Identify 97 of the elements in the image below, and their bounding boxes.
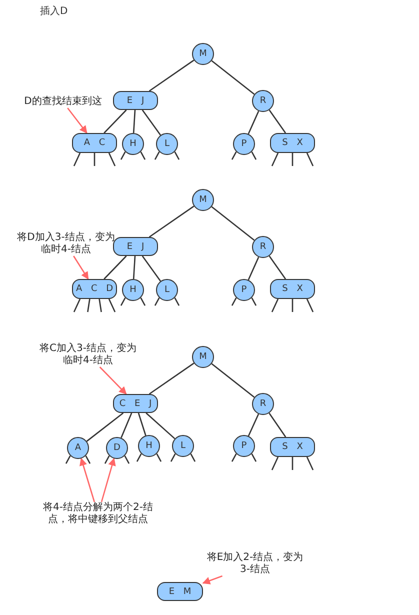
tree-node-rounded: E J: [113, 237, 158, 256]
child-stub-line: [170, 454, 176, 462]
child-stub-line: [174, 298, 180, 306]
pointer-arrow: [73, 256, 89, 280]
pointer-arrow: [80, 458, 96, 502]
annotation-text: 将4-结点分解为两个2-结点，将中键移到父结点: [38, 502, 158, 526]
tree-node-rounded: S X: [270, 279, 315, 299]
tree-node-rounded: A C: [72, 133, 117, 153]
pointer-arrow: [99, 366, 127, 395]
tree-link: [138, 412, 146, 436]
tree-node-circle: H: [138, 435, 160, 457]
child-stub-line: [73, 298, 81, 312]
tree-node-circle: R: [252, 393, 274, 415]
tree-node-circle: A: [67, 437, 89, 459]
tree-link: [248, 256, 260, 280]
child-stub-line: [124, 456, 130, 464]
tree-node-circle: P: [233, 133, 255, 155]
tree-link: [142, 110, 162, 136]
child-stub-line: [140, 152, 146, 160]
child-stub-line: [108, 298, 116, 312]
child-stub-line: [292, 153, 294, 166]
tree-node-circle: L: [156, 133, 178, 155]
child-stub-line: [231, 454, 237, 462]
tree-link: [132, 256, 136, 280]
tree-link: [104, 256, 127, 280]
child-stub-line: [136, 454, 142, 462]
child-stub-line: [65, 456, 71, 464]
child-stub-line: [292, 299, 294, 312]
child-stub-line: [271, 298, 279, 312]
tree-link: [148, 362, 194, 395]
tree-node-rounded: E M: [157, 582, 203, 601]
tree-link: [86, 412, 124, 442]
child-stub-line: [251, 298, 257, 306]
tree-node-circle: M: [192, 189, 214, 211]
pointer-arrow: [100, 458, 116, 502]
tree-node-circle: P: [233, 279, 255, 301]
child-stub-line: [174, 152, 180, 160]
tree-node-circle: H: [122, 133, 144, 155]
tree-node-circle: M: [192, 346, 214, 368]
child-stub-line: [87, 298, 90, 312]
tree-link: [146, 412, 176, 440]
child-stub-line: [98, 298, 102, 312]
tree-link: [248, 414, 260, 436]
child-stub-line: [231, 298, 237, 306]
tree-link: [268, 110, 286, 134]
child-stub-line: [292, 457, 294, 470]
child-stub-line: [108, 152, 116, 166]
tree-node-rounded: C E J: [113, 394, 158, 413]
tree-node-circle: H: [122, 279, 144, 301]
child-stub-line: [231, 152, 237, 160]
pointer-arrow: [202, 575, 223, 584]
tree-node-circle: P: [233, 435, 255, 457]
tree-link: [148, 206, 194, 238]
tree-node-circle: R: [252, 236, 274, 258]
tree-link: [268, 412, 286, 438]
tree-link: [268, 256, 286, 280]
tree-link: [148, 60, 194, 92]
child-stub-line: [154, 298, 160, 306]
tree-link: [211, 60, 255, 95]
child-stub-line: [306, 298, 314, 312]
tree-node-circle: M: [192, 43, 214, 65]
tree-node-rounded: E J: [113, 91, 158, 110]
child-stub-line: [104, 456, 110, 464]
child-stub-line: [156, 454, 162, 462]
tree-node-rounded: S X: [270, 437, 315, 457]
child-stub-line: [73, 152, 81, 166]
child-stub-line: [94, 153, 96, 166]
pointer-arrow: [67, 108, 88, 134]
child-stub-line: [154, 152, 160, 160]
child-stub-line: [140, 298, 146, 306]
tree-link: [104, 110, 127, 134]
child-stub-line: [251, 454, 257, 462]
child-stub-line: [271, 456, 279, 470]
tree-node-circle: L: [172, 435, 194, 457]
child-stub-line: [306, 456, 314, 470]
child-stub-line: [271, 152, 279, 166]
annotation-text: 将C加入3-结点，变为临时4-结点: [36, 343, 140, 367]
tree-link: [132, 110, 136, 134]
child-stub-line: [306, 152, 314, 166]
tree-link: [248, 110, 260, 134]
tree-link: [211, 206, 255, 241]
child-stub-line: [85, 456, 91, 464]
tree-node-circle: D: [106, 437, 128, 459]
child-stub-line: [251, 152, 257, 160]
child-stub-line: [190, 454, 196, 462]
tree-link: [211, 363, 255, 398]
annotation-text: 将E加入2-结点，变为3-结点: [203, 552, 307, 576]
tree-node-rounded: A C D: [72, 279, 117, 299]
tree-link: [120, 412, 132, 438]
tree-node-circle: L: [156, 279, 178, 301]
child-stub-line: [120, 298, 126, 306]
annotation-text: D的查找结束到这: [18, 96, 108, 108]
tree-link: [142, 256, 162, 282]
child-stub-line: [120, 152, 126, 160]
title: 插入D: [40, 4, 68, 18]
tree-node-rounded: S X: [270, 133, 315, 153]
tree-node-circle: R: [252, 90, 274, 112]
